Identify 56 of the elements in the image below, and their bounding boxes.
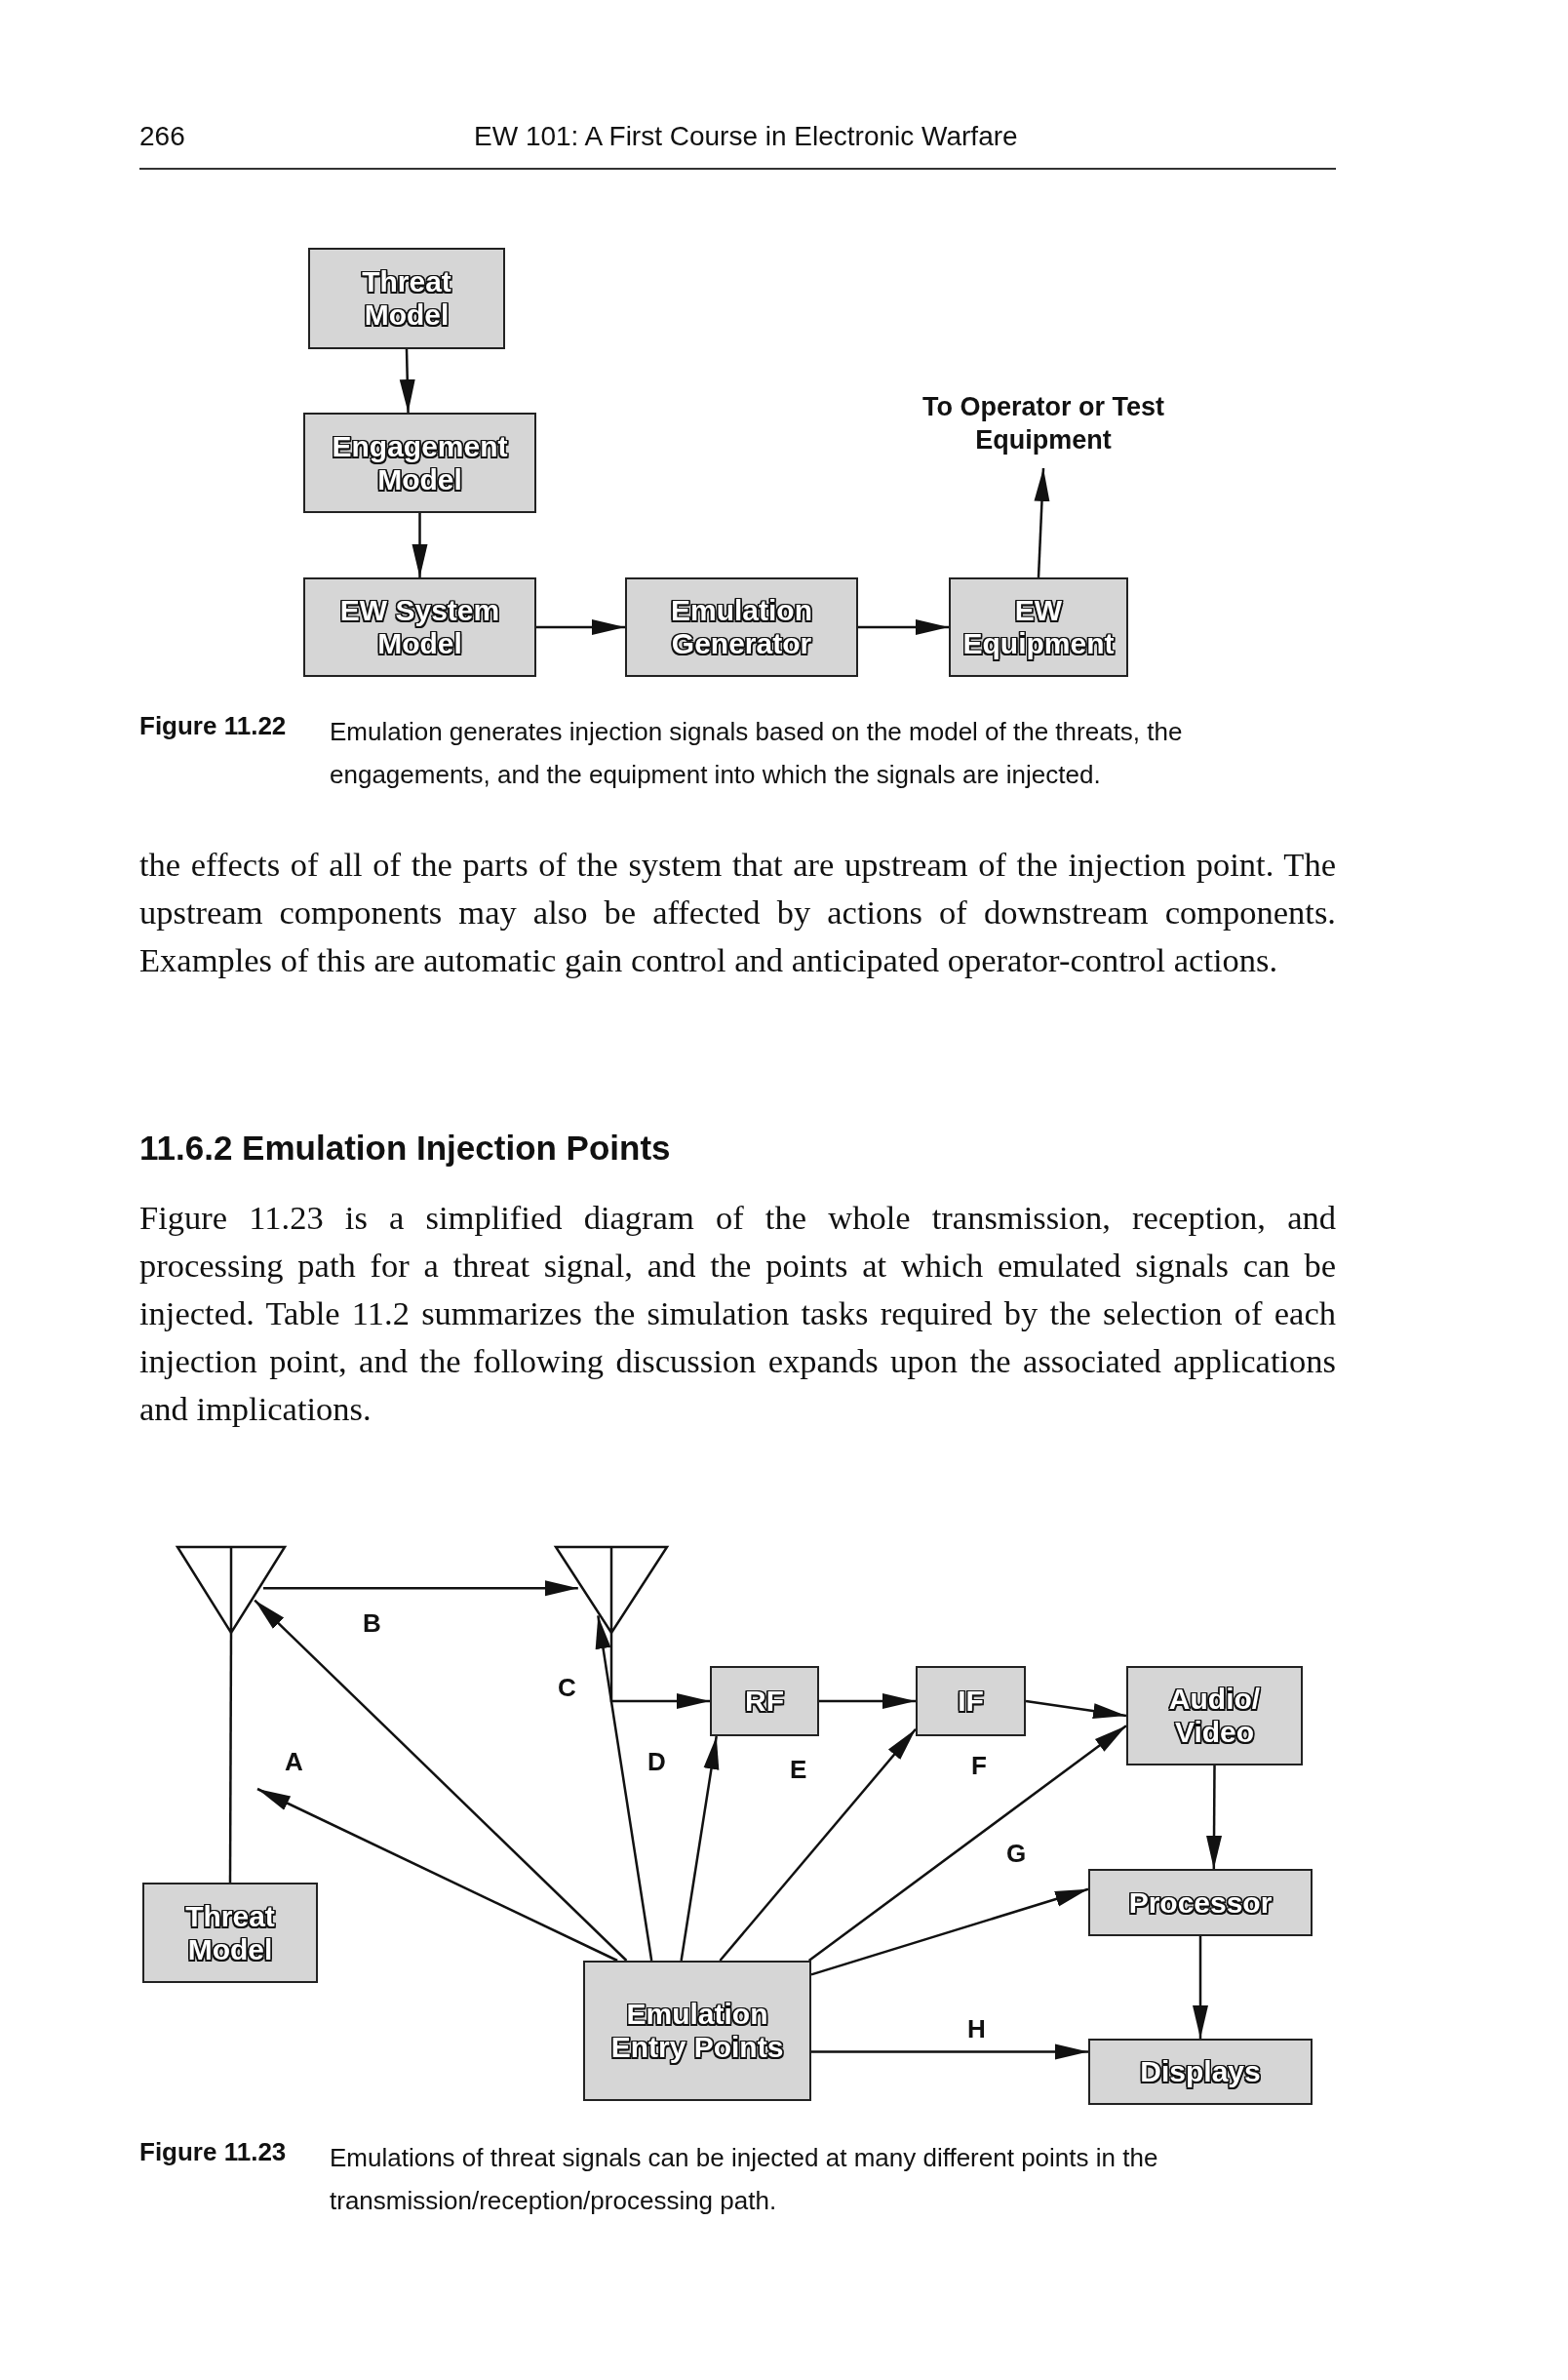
box-label: Threat Model (184, 1899, 276, 1966)
process-box (1088, 1869, 1313, 1936)
arrow (593, 1615, 653, 1962)
arrow (1035, 467, 1051, 578)
arrow (1025, 1699, 1127, 1722)
process-box (916, 1666, 1026, 1736)
arrow (400, 348, 416, 414)
arrow (254, 1599, 628, 1962)
arrow (810, 1886, 1089, 1976)
figure-caption: Emulations of threat signals can be injected at many different points in the transmission/reception/processing path. (330, 2142, 1159, 2217)
process-box (303, 413, 536, 513)
figure-number: Figure 11.23 (139, 2136, 288, 2168)
arrow (811, 2043, 1088, 2060)
arrow (536, 619, 625, 635)
arrow (858, 619, 949, 635)
process-box (1088, 2039, 1313, 2105)
process-box (949, 577, 1128, 677)
arrow (609, 1633, 710, 1709)
antenna-symbol (554, 1545, 670, 1635)
antenna-symbol (176, 1545, 288, 1635)
body-paragraph: Figure 11.23 is a simplified diagram of the whole transmission, reception, and processing path for a threat signal, and the points at which emulated signals can be injected. Table 11.2 summarizes the simulation tasks required by the selection of each injection point, and the following discussion expands upon the associated applications and implications. (139, 1198, 1336, 1429)
process-box (308, 248, 505, 349)
process-box (142, 1883, 318, 1983)
process-box (303, 577, 536, 677)
box-label: EW Equipment (961, 594, 1116, 660)
arrow (1205, 1765, 1222, 1869)
arrow (719, 1728, 917, 1962)
arrow (807, 1725, 1127, 1962)
box-label: Threat Model (361, 265, 452, 332)
arrow (263, 1580, 578, 1597)
process-box (625, 577, 858, 677)
box-label: RF (744, 1685, 785, 1718)
arrow (256, 1787, 618, 1963)
section-heading: 11.6.2 Emulation Injection Points (139, 1128, 672, 1169)
body-paragraph: the effects of all of the parts of the system that are upstream of the injection point. The upstream components may also be affected by actions of downstream components. Examples of this are automatic gain control and anticipated operator-control actions. (139, 845, 1336, 980)
page-number: 266 (139, 120, 186, 153)
process-box (1126, 1666, 1303, 1765)
arrow (680, 1735, 722, 1962)
box-label: Displays (1139, 2055, 1262, 2088)
box-label: Audio/ Video (1167, 1683, 1262, 1749)
box-label: Emulation Entry Points (609, 1998, 785, 2064)
figure-number: Figure 11.22 (139, 710, 288, 742)
annotation-text: To Operator or Test Equipment (921, 390, 1165, 468)
running-header: EW 101: A First Course in Electronic Warfare (474, 120, 1019, 153)
line (228, 1633, 233, 1883)
arrow (412, 513, 428, 577)
box-label: Processor (1127, 1885, 1274, 1920)
box-label: IF (957, 1685, 985, 1718)
box-label: EW System Model (338, 594, 501, 660)
figure-caption: Emulation generates injection signals based on the model of the threats, the engagements, and the equipment into which the signals are injected. (330, 716, 1184, 791)
arrow (819, 1693, 916, 1709)
process-box (583, 1961, 811, 2101)
box-label: Engagement Model (331, 429, 509, 496)
process-box (710, 1666, 819, 1736)
arrow (1193, 1936, 1208, 2039)
box-label: Emulation Generator (670, 594, 813, 660)
